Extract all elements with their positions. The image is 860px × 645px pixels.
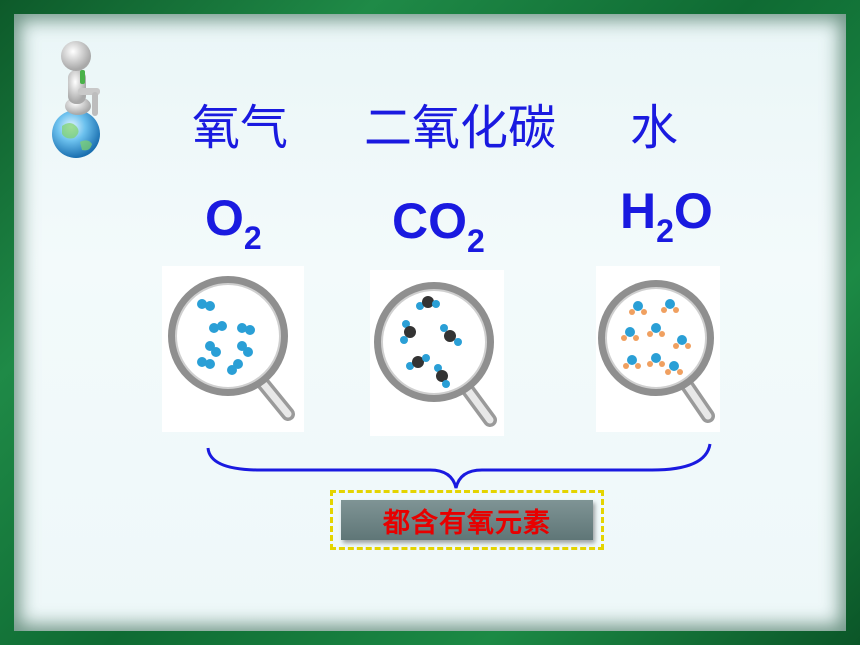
- conclusion-label: 都含有氧元素: [330, 490, 604, 550]
- magnifier-h2o: [596, 266, 720, 432]
- formula-h2o: H2O: [620, 183, 713, 249]
- formula-co2: CO2: [392, 193, 485, 259]
- title-water: 水: [630, 100, 679, 156]
- magnifier-o2: [162, 266, 304, 432]
- curly-brace-icon: [206, 443, 712, 489]
- formula-o2: O2: [205, 190, 262, 256]
- title-carbon-dioxide: 二氧化碳: [364, 100, 557, 156]
- conclusion-text: 都含有氧元素: [383, 507, 551, 539]
- magnifying-glass-icon: [168, 276, 295, 421]
- title-oxygen: 氧气: [192, 100, 289, 156]
- thinker-on-globe-icon: [52, 41, 100, 158]
- magnifier-co2: [370, 270, 504, 436]
- title-row: 氧气 二氧化碳 水: [0, 88, 860, 158]
- conclusion-panel: 都含有氧元素: [341, 500, 593, 540]
- magnifying-glass-icon: [598, 280, 715, 423]
- magnifying-glass-icon: [374, 282, 497, 427]
